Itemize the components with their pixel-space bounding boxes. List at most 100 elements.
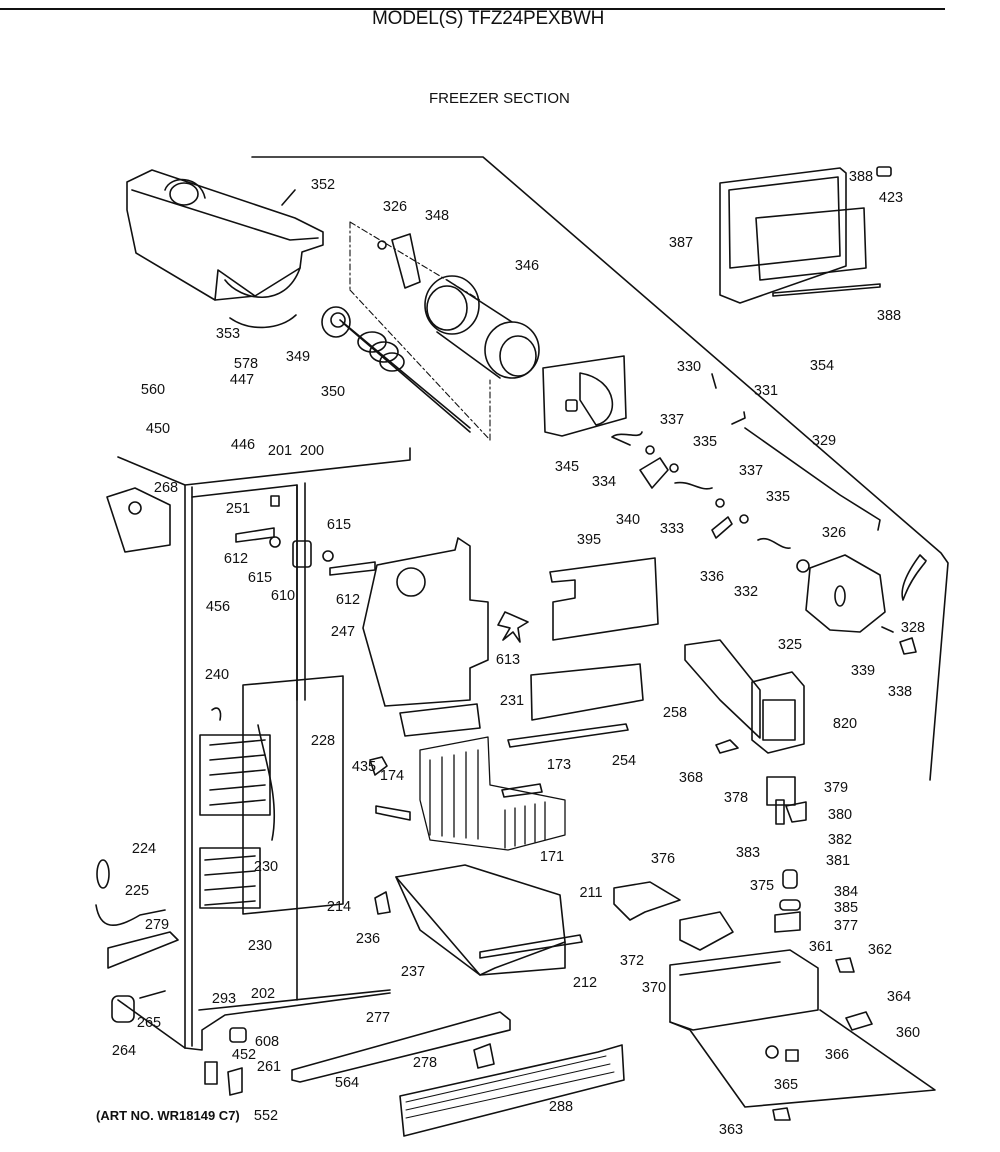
part-label-552[interactable]: 552 xyxy=(253,1107,279,1124)
part-label-612[interactable]: 612 xyxy=(335,591,361,608)
part-label-564[interactable]: 564 xyxy=(334,1074,360,1091)
part-label-608[interactable]: 608 xyxy=(254,1033,280,1050)
part-label-237[interactable]: 237 xyxy=(400,963,426,980)
part-label-361[interactable]: 361 xyxy=(808,938,834,955)
part-label-363[interactable]: 363 xyxy=(718,1121,744,1138)
part-label-174[interactable]: 174 xyxy=(379,767,405,784)
part-label-332[interactable]: 332 xyxy=(733,583,759,600)
part-label-450[interactable]: 450 xyxy=(145,420,171,437)
part-label-820[interactable]: 820 xyxy=(832,715,858,732)
part-label-338[interactable]: 338 xyxy=(887,683,913,700)
part-label-340[interactable]: 340 xyxy=(615,511,641,528)
part-label-578[interactable]: 578 xyxy=(233,355,259,372)
part-label-383[interactable]: 383 xyxy=(735,844,761,861)
part-label-240[interactable]: 240 xyxy=(204,666,230,683)
part-label-368[interactable]: 368 xyxy=(678,769,704,786)
part-label-200[interactable]: 200 xyxy=(299,442,325,459)
part-label-228[interactable]: 228 xyxy=(310,732,336,749)
part-label-395[interactable]: 395 xyxy=(576,531,602,548)
part-label-329[interactable]: 329 xyxy=(811,432,837,449)
part-label-326[interactable]: 326 xyxy=(382,198,408,215)
part-label-264[interactable]: 264 xyxy=(111,1042,137,1059)
part-label-370[interactable]: 370 xyxy=(641,979,667,996)
part-label-612[interactable]: 612 xyxy=(223,550,249,567)
part-label-258[interactable]: 258 xyxy=(662,704,688,721)
part-label-375[interactable]: 375 xyxy=(749,877,775,894)
part-label-435[interactable]: 435 xyxy=(351,758,377,775)
part-label-336[interactable]: 336 xyxy=(699,568,725,585)
part-label-366[interactable]: 366 xyxy=(824,1046,850,1063)
part-label-333[interactable]: 333 xyxy=(659,520,685,537)
part-label-360[interactable]: 360 xyxy=(895,1024,921,1041)
part-label-385[interactable]: 385 xyxy=(833,899,859,916)
part-label-349[interactable]: 349 xyxy=(285,348,311,365)
part-label-201[interactable]: 201 xyxy=(267,442,293,459)
part-label-247[interactable]: 247 xyxy=(330,623,356,640)
part-label-345[interactable]: 345 xyxy=(554,458,580,475)
part-label-265[interactable]: 265 xyxy=(136,1014,162,1031)
part-label-610[interactable]: 610 xyxy=(270,587,296,604)
part-label-225[interactable]: 225 xyxy=(124,882,150,899)
part-label-613[interactable]: 613 xyxy=(495,651,521,668)
part-label-447[interactable]: 447 xyxy=(229,371,255,388)
part-label-615[interactable]: 615 xyxy=(326,516,352,533)
part-label-365[interactable]: 365 xyxy=(773,1076,799,1093)
part-label-202[interactable]: 202 xyxy=(250,985,276,1002)
part-label-293[interactable]: 293 xyxy=(211,990,237,1007)
part-label-379[interactable]: 379 xyxy=(823,779,849,796)
part-label-212[interactable]: 212 xyxy=(572,974,598,991)
part-label-348[interactable]: 348 xyxy=(424,207,450,224)
part-label-353[interactable]: 353 xyxy=(215,325,241,342)
part-label-277[interactable]: 277 xyxy=(365,1009,391,1026)
part-label-230[interactable]: 230 xyxy=(247,937,273,954)
part-label-372[interactable]: 372 xyxy=(619,952,645,969)
part-label-452[interactable]: 452 xyxy=(231,1046,257,1063)
part-label-377[interactable]: 377 xyxy=(833,917,859,934)
part-label-214[interactable]: 214 xyxy=(326,898,352,915)
part-label-173[interactable]: 173 xyxy=(546,756,572,773)
part-label-171[interactable]: 171 xyxy=(539,848,565,865)
part-label-378[interactable]: 378 xyxy=(723,789,749,806)
part-label-230[interactable]: 230 xyxy=(253,858,279,875)
part-label-268[interactable]: 268 xyxy=(153,479,179,496)
part-label-384[interactable]: 384 xyxy=(833,883,859,900)
part-label-326[interactable]: 326 xyxy=(821,524,847,541)
part-label-211[interactable]: 211 xyxy=(579,884,603,901)
part-label-334[interactable]: 334 xyxy=(591,473,617,490)
part-label-388[interactable]: 388 xyxy=(848,168,874,185)
part-label-236[interactable]: 236 xyxy=(355,930,381,947)
part-label-330[interactable]: 330 xyxy=(676,358,702,375)
part-label-279[interactable]: 279 xyxy=(144,916,170,933)
part-label-352[interactable]: 352 xyxy=(310,176,336,193)
part-label-381[interactable]: 381 xyxy=(825,852,851,869)
part-label-388[interactable]: 388 xyxy=(876,307,902,324)
part-label-288[interactable]: 288 xyxy=(548,1098,574,1115)
part-label-382[interactable]: 382 xyxy=(827,831,853,848)
part-label-331[interactable]: 331 xyxy=(753,382,779,399)
part-label-615[interactable]: 615 xyxy=(247,569,273,586)
part-label-278[interactable]: 278 xyxy=(412,1054,438,1071)
part-label-335[interactable]: 335 xyxy=(692,433,718,450)
part-label-560[interactable]: 560 xyxy=(140,381,166,398)
part-label-339[interactable]: 339 xyxy=(850,662,876,679)
part-label-346[interactable]: 346 xyxy=(514,257,540,274)
part-label-456[interactable]: 456 xyxy=(205,598,231,615)
part-label-354[interactable]: 354 xyxy=(809,357,835,374)
part-label-335[interactable]: 335 xyxy=(765,488,791,505)
part-label-423[interactable]: 423 xyxy=(878,189,904,206)
part-label-251[interactable]: 251 xyxy=(225,500,251,517)
part-label-364[interactable]: 364 xyxy=(886,988,912,1005)
part-label-325[interactable]: 325 xyxy=(777,636,803,653)
part-label-261[interactable]: 261 xyxy=(256,1058,282,1075)
part-label-380[interactable]: 380 xyxy=(827,806,853,823)
part-label-231[interactable]: 231 xyxy=(499,692,525,709)
part-label-350[interactable]: 350 xyxy=(320,383,346,400)
part-label-376[interactable]: 376 xyxy=(650,850,676,867)
part-label-328[interactable]: 328 xyxy=(900,619,926,636)
part-label-224[interactable]: 224 xyxy=(131,840,157,857)
part-label-337[interactable]: 337 xyxy=(738,462,764,479)
part-label-337[interactable]: 337 xyxy=(659,411,685,428)
part-label-446[interactable]: 446 xyxy=(230,436,256,453)
part-label-362[interactable]: 362 xyxy=(867,941,893,958)
part-label-387[interactable]: 387 xyxy=(668,234,694,251)
